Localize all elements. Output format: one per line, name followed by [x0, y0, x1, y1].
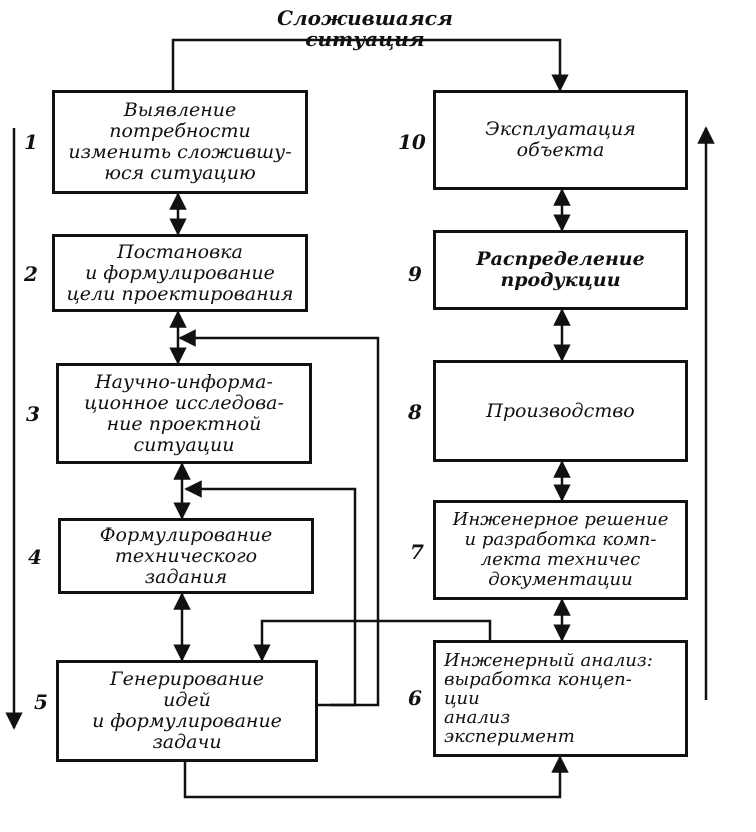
step-number-5: 5 [34, 690, 48, 714]
box-step-6: Инженерный анализ: выработка концеп- ции… [433, 640, 688, 757]
box-step-8: Производство [433, 360, 688, 462]
situation-line [171, 38, 569, 92]
box-step-9: Распределение продукции [433, 230, 688, 310]
step-number-7: 7 [410, 540, 424, 564]
box-step-10: Эксплуатация объекта [433, 90, 688, 190]
box-step-3: Научно-информа- ционное исследова- ние п… [56, 363, 312, 464]
step-number-9: 9 [408, 262, 422, 286]
step-number-4: 4 [28, 545, 42, 569]
link-5-to-6 [183, 755, 569, 799]
link-6-to-5 [253, 619, 492, 662]
box-step-2: Постановка и формулирование цели проекти… [52, 234, 308, 312]
step-number-3: 3 [26, 402, 40, 426]
step-number-6: 6 [408, 686, 422, 710]
step-number-10: 10 [398, 130, 426, 154]
box-step-7: Инженерное решение и разработка комп- ле… [433, 500, 688, 600]
step-number-1: 1 [24, 130, 38, 154]
situation-label: Сложившаяся ситуация [277, 6, 453, 51]
box-step-4: Формулирование технического задания [58, 518, 314, 594]
step-number-8: 8 [408, 400, 422, 424]
feedback-5-to-3 [184, 480, 357, 707]
step-number-2: 2 [24, 262, 38, 286]
box-step-1: Выявление потребности изменить сложившу-… [52, 90, 308, 194]
box-step-5: Генерирование идей и формулирование зада… [56, 660, 318, 762]
